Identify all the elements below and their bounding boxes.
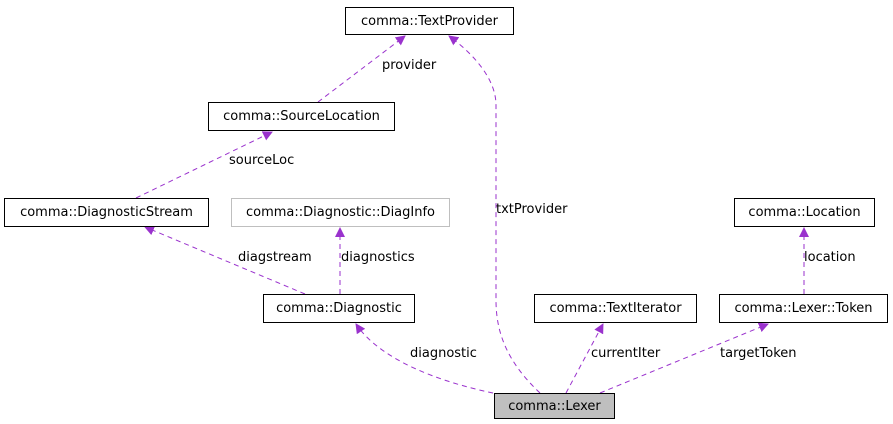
- node-diagnostic-stream[interactable]: comma::DiagnosticStream: [4, 198, 209, 227]
- edge-provider: [317, 35, 406, 103]
- edge-target-token: [599, 322, 769, 394]
- label-location: location: [804, 250, 856, 265]
- node-text-provider[interactable]: comma::TextProvider: [345, 7, 514, 35]
- edge-diagstream: [144, 225, 306, 295]
- label-txt-provider: txtProvider: [496, 202, 568, 217]
- node-lexer-token[interactable]: comma::Lexer::Token: [719, 294, 888, 323]
- edge-txt-provider: [448, 35, 541, 394]
- node-text-iterator[interactable]: comma::TextIterator: [534, 294, 697, 323]
- node-source-location[interactable]: comma::SourceLocation: [208, 102, 395, 131]
- label-diagnostic: diagnostic: [410, 346, 477, 361]
- node-lexer: comma::Lexer: [494, 393, 615, 419]
- node-diag-info: comma::Diagnostic::DiagInfo: [231, 198, 450, 227]
- label-diagstream: diagstream: [238, 250, 312, 265]
- label-current-iter: currentIter: [591, 346, 661, 361]
- label-diagnostics: diagnostics: [341, 250, 415, 265]
- edge-current-iter: [565, 323, 604, 394]
- edge-source-loc: [135, 131, 273, 199]
- label-provider: provider: [382, 58, 437, 73]
- node-location[interactable]: comma::Location: [734, 198, 875, 227]
- label-source-loc: sourceLoc: [229, 153, 295, 168]
- label-target-token: targetToken: [720, 346, 797, 361]
- edge-diagnostic: [355, 323, 494, 394]
- node-diagnostic[interactable]: comma::Diagnostic: [263, 294, 415, 323]
